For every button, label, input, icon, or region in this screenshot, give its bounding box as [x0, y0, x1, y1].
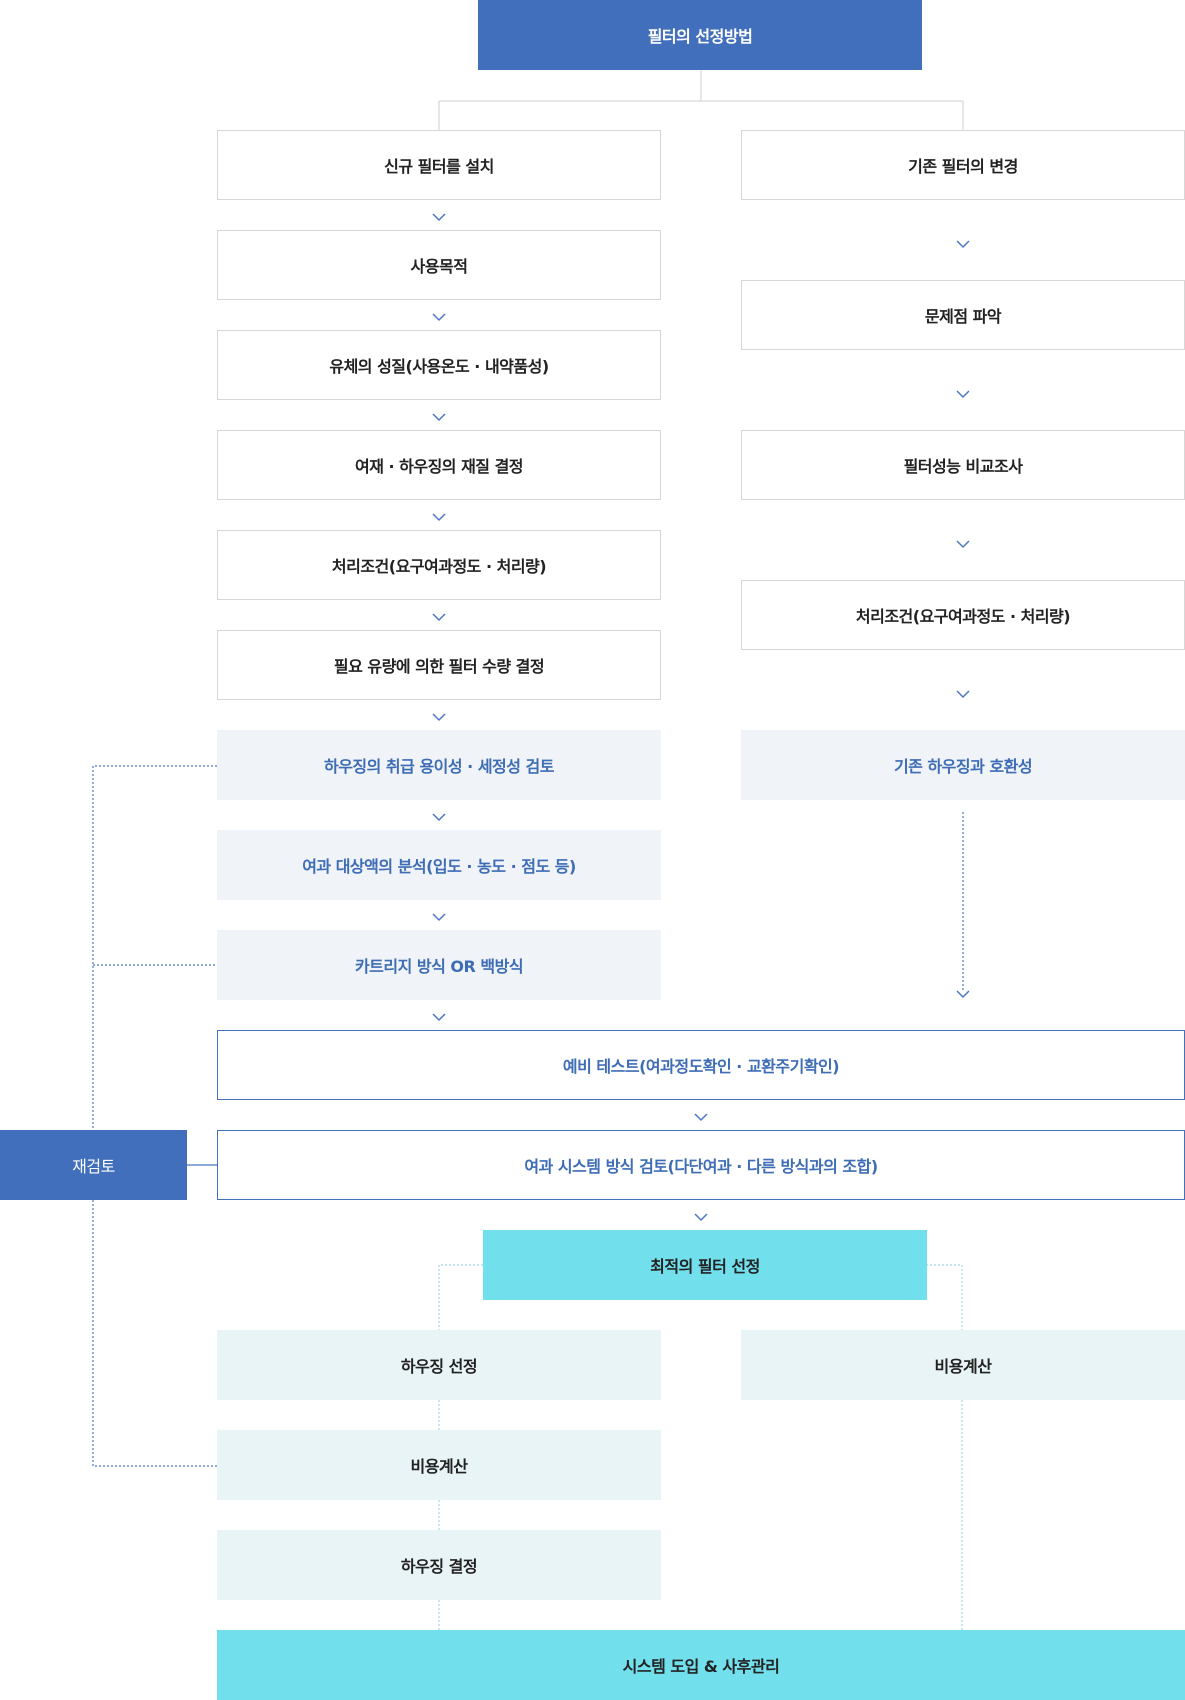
right-step-1-text: 문제점 파악 — [924, 307, 1002, 326]
left-review-step-3: 카트리지 방식 OR 백방식 — [217, 930, 661, 1000]
chevron-down-icon — [432, 713, 446, 722]
left-step-5-text: 필요 유량에 의한 필터 수량 결정 — [333, 657, 545, 676]
chevron-down-icon — [956, 990, 970, 999]
final-left-step-1-text: 하우징 선정 — [400, 1357, 478, 1376]
system-review-step: 여과 시스템 방식 검토(다단여과 · 다른 방식과의 조합) — [217, 1130, 1185, 1200]
right-step-2-text: 필터성능 비교조사 — [903, 457, 1023, 476]
left-review-step-1-text: 하우징의 취급 용이성 · 세정성 검토 — [323, 757, 555, 776]
left-step-4: 처리조건(요구여과정도 · 처리량) — [217, 530, 661, 600]
final-right-step-text: 비용계산 — [934, 1357, 992, 1376]
right-review-step-text: 기존 하우징과 호환성 — [893, 757, 1033, 776]
recheck-box-text: 재검토 — [72, 1157, 115, 1176]
chevron-down-icon — [956, 690, 970, 699]
chevron-down-icon — [432, 413, 446, 422]
left-step-3: 여재 · 하우징의 재질 결정 — [217, 430, 661, 500]
optimal-filter-step-text: 최적의 필터 선정 — [650, 1257, 760, 1276]
chevron-down-icon — [694, 1213, 708, 1222]
final-left-step-3-text: 하우징 결정 — [400, 1557, 478, 1576]
left-step-1-text: 사용목적 — [410, 257, 468, 276]
left-step-3-text: 여재 · 하우징의 재질 결정 — [354, 457, 524, 476]
chevron-down-icon — [956, 540, 970, 549]
flowchart-title-text: 필터의 선정방법 — [647, 27, 753, 46]
right-step-3: 처리조건(요구여과정도 · 처리량) — [741, 580, 1185, 650]
final-step-text: 시스템 도입 & 사후관리 — [622, 1657, 780, 1676]
final-left-step-1: 하우징 선정 — [217, 1330, 661, 1400]
final-left-step-2-text: 비용계산 — [410, 1457, 468, 1476]
right-step-3-text: 처리조건(요구여과정도 · 처리량) — [855, 607, 1071, 626]
chevron-down-icon — [432, 913, 446, 922]
left-step-5: 필요 유량에 의한 필터 수량 결정 — [217, 630, 661, 700]
chevron-down-icon — [432, 1013, 446, 1022]
chevron-down-icon — [956, 390, 970, 399]
right-branch-head-text: 기존 필터의 변경 — [908, 157, 1018, 176]
flowchart-title: 필터의 선정방법 — [478, 0, 922, 70]
final-left-step-2: 비용계산 — [217, 1430, 661, 1500]
chevron-down-icon — [432, 313, 446, 322]
right-step-1: 문제점 파악 — [741, 280, 1185, 350]
left-step-2-text: 유체의 성질(사용온도 · 내약품성) — [329, 357, 549, 376]
left-review-step-1: 하우징의 취급 용이성 · 세정성 검토 — [217, 730, 661, 800]
left-branch-head-text: 신규 필터를 설치 — [384, 157, 494, 176]
chevron-down-icon — [694, 1113, 708, 1122]
final-left-step-3: 하우징 결정 — [217, 1530, 661, 1600]
left-branch-head: 신규 필터를 설치 — [217, 130, 661, 200]
optimal-filter-step: 최적의 필터 선정 — [483, 1230, 927, 1300]
pre-test-step: 예비 테스트(여과정도확인 · 교환주기확인) — [217, 1030, 1185, 1100]
left-step-4-text: 처리조건(요구여과정도 · 처리량) — [331, 557, 547, 576]
chevron-down-icon — [432, 613, 446, 622]
chevron-down-icon — [432, 813, 446, 822]
system-review-step-text: 여과 시스템 방식 검토(다단여과 · 다른 방식과의 조합) — [524, 1157, 878, 1176]
left-step-1: 사용목적 — [217, 230, 661, 300]
right-step-2: 필터성능 비교조사 — [741, 430, 1185, 500]
recheck-box: 재검토 — [0, 1130, 187, 1200]
final-step: 시스템 도입 & 사후관리 — [217, 1630, 1185, 1700]
left-review-step-3-text: 카트리지 방식 OR 백방식 — [354, 957, 524, 976]
right-review-step: 기존 하우징과 호환성 — [741, 730, 1185, 800]
chevron-down-icon — [432, 513, 446, 522]
pre-test-step-text: 예비 테스트(여과정도확인 · 교환주기확인) — [562, 1057, 840, 1076]
right-branch-head: 기존 필터의 변경 — [741, 130, 1185, 200]
left-review-step-2: 여과 대상액의 분석(입도 · 농도 · 점도 등) — [217, 830, 661, 900]
left-review-step-2-text: 여과 대상액의 분석(입도 · 농도 · 점도 등) — [302, 857, 576, 876]
chevron-down-icon — [432, 213, 446, 222]
final-right-step: 비용계산 — [741, 1330, 1185, 1400]
left-step-2: 유체의 성질(사용온도 · 내약품성) — [217, 330, 661, 400]
chevron-down-icon — [956, 240, 970, 249]
